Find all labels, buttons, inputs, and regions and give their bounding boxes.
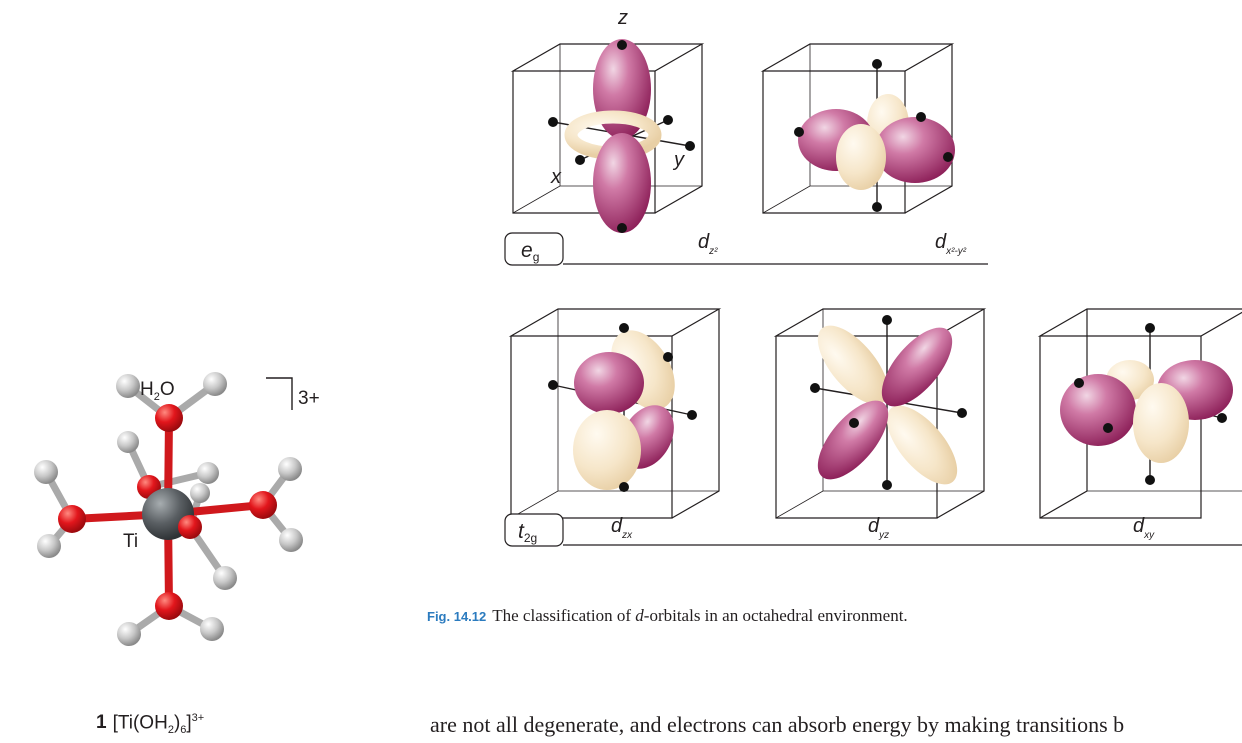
figure-caption: Fig. 14.12 The classification of d-orbita… (427, 606, 908, 626)
formula-part: [Ti(OH (112, 712, 168, 734)
formula-charge: 3+ (191, 712, 205, 724)
ligand-label: H2O (140, 379, 175, 403)
orbital-dyz (773, 308, 987, 519)
t2g-group-bracket (504, 513, 1242, 547)
axis-label-x: x (550, 166, 562, 188)
orbital-figure: z x y (504, 7, 1242, 547)
formula-sub: 2 (167, 724, 174, 737)
orbital-dzx (508, 308, 722, 519)
caption-text-b: -orbitals in an octahedral environment. (643, 606, 908, 625)
orbital-dz2: z x y (510, 7, 705, 233)
molecule-charge: 3+ (298, 388, 320, 409)
metal-label: Ti (123, 531, 138, 552)
orbital-label-dz2: dz² (698, 231, 718, 257)
compound-number: 1 (96, 712, 107, 734)
orbital-dxy (1037, 308, 1242, 519)
caption-text-em: d (635, 606, 644, 625)
orbital-label-dzx: dzx (611, 515, 633, 541)
orbital-label-dx2y2: dx²-y² (935, 231, 967, 257)
orbital-label-dxy: dxy (1133, 515, 1155, 541)
formula-part: ) (173, 712, 181, 734)
eg-label: eg (521, 239, 539, 264)
caption-text-a: The classification of (492, 606, 636, 625)
orbital-label-dyz: dyz (868, 515, 889, 541)
formula-part: ] (186, 712, 192, 734)
axis-label-y: y (672, 149, 685, 171)
compound-label: 1[Ti(OH2)6]3+ (96, 712, 204, 736)
figure-number: Fig. 14.12 (427, 609, 487, 624)
orbital-dx2y2 (760, 43, 955, 214)
body-paragraph: are not all degenerate, and electrons ca… (430, 712, 1125, 737)
formula-sub: 6 (180, 724, 187, 737)
eg-group-bracket (504, 232, 988, 266)
molecule-model: 3+ H2O Ti (34, 372, 320, 646)
t2g-label: t2g (518, 520, 537, 545)
axis-label-z: z (617, 7, 628, 29)
